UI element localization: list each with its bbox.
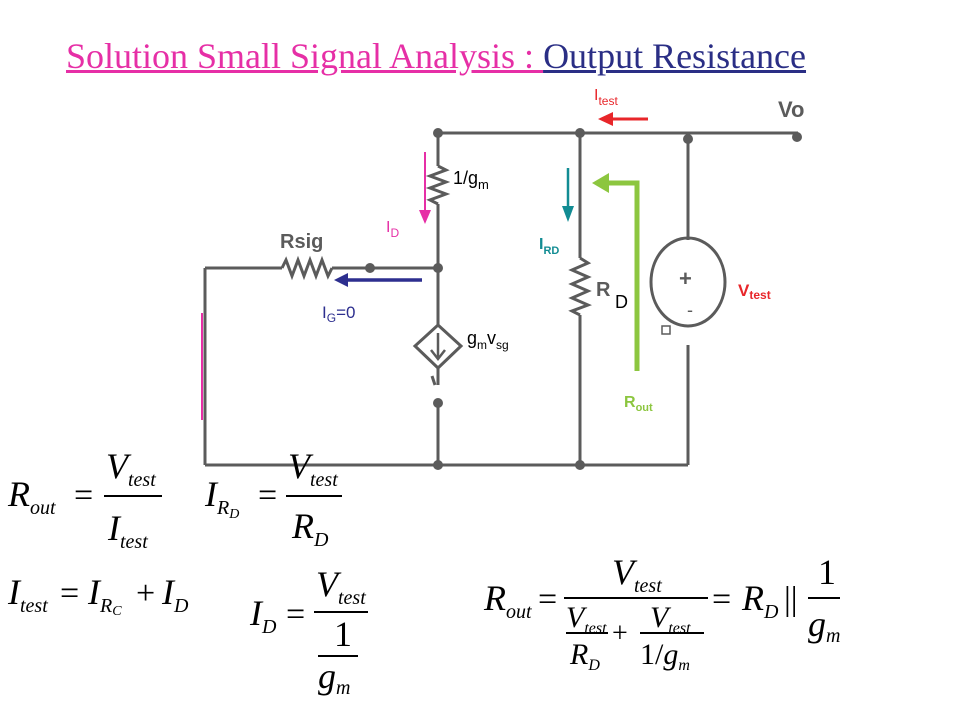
id-label: ID	[386, 219, 399, 240]
itest-label: Itest	[594, 87, 618, 108]
id-arrow	[419, 152, 431, 224]
node-rsig	[365, 263, 375, 273]
vo-label: Vo	[778, 97, 804, 122]
itest-arrow	[598, 112, 648, 126]
node-top-vs	[683, 134, 693, 144]
vsrc-plus-sign: +	[679, 266, 692, 291]
dependent-current-source	[412, 322, 464, 371]
voltage-source	[649, 236, 727, 335]
eq4-equals: =	[286, 596, 305, 633]
rout-label: Rout	[624, 394, 653, 414]
svg-text:Rout: Rout	[483, 578, 532, 623]
inv-gm-resistor	[425, 164, 451, 206]
node-src-bottom	[433, 398, 443, 408]
equation-itest-sum: Itest = IRC + ID	[7, 572, 189, 619]
eq5-plus: +	[612, 618, 628, 649]
ig-label: IG=0	[322, 303, 355, 325]
nodes	[365, 128, 802, 470]
ig-arrow	[334, 273, 422, 287]
svg-text:Vtest: Vtest	[566, 601, 607, 637]
svg-text:Vtest: Vtest	[106, 446, 156, 491]
svg-text:Vtest: Vtest	[316, 564, 366, 609]
ird-label: IRD	[539, 236, 559, 257]
node-bottom-rd	[575, 460, 585, 470]
eq5-equals: =	[538, 581, 557, 618]
eq5-equals-2: =	[712, 581, 731, 618]
svg-text:1/gm: 1/gm	[640, 638, 690, 674]
svg-text:Itest: Itest	[7, 572, 48, 617]
switch-stub	[430, 375, 437, 386]
rd-label: R	[596, 279, 611, 301]
rd-resistor	[568, 256, 592, 317]
ird-arrow	[562, 168, 574, 222]
title-part-1: Solution Small Signal Analysis :	[66, 36, 544, 76]
svg-text:gm: gm	[808, 604, 840, 647]
svg-text:RD: RD	[741, 578, 779, 623]
vtest-label: Vtest	[738, 281, 771, 302]
svg-text:Rout: Rout	[7, 474, 56, 519]
eq5-parallel: ||	[784, 581, 798, 618]
node-top-left	[433, 128, 443, 138]
svg-text:gm: gm	[318, 656, 350, 699]
rout-arrow	[592, 173, 640, 371]
rsig-label: Rsig	[280, 231, 323, 253]
svg-text:Vtest: Vtest	[650, 601, 691, 637]
eq2-equals: =	[258, 477, 277, 514]
eq5-rhs-one: 1	[818, 552, 836, 592]
svg-text:IRC: IRC	[87, 572, 122, 619]
svg-text:RD: RD	[291, 506, 329, 551]
node-bottom-mid	[433, 460, 443, 470]
equation-id: ID = Vtest 1 gm	[249, 564, 368, 699]
svg-text:Itest: Itest	[107, 508, 148, 553]
rd-sub-label: D	[615, 292, 628, 312]
equation-rout-vtest-itest: Rout = Vtest Itest	[7, 446, 162, 553]
svg-text:IRD: IRD	[204, 474, 239, 522]
node-vo	[792, 132, 802, 142]
equation-ird: IRD = Vtest RD	[204, 446, 342, 551]
svg-text:ID: ID	[161, 572, 189, 617]
svg-text:RD: RD	[569, 638, 600, 674]
rsig-resistor	[280, 255, 334, 281]
svg-text:Vtest: Vtest	[288, 446, 338, 491]
gmvsg-label: gmvsg	[467, 328, 509, 352]
node-gate	[433, 263, 443, 273]
eq3-plus: +	[136, 575, 155, 612]
eq1-equals: =	[74, 477, 93, 514]
inv-gm-label: 1/gm	[453, 168, 489, 192]
eq3-equals: =	[60, 575, 79, 612]
svg-text:Vtest: Vtest	[612, 552, 662, 597]
vsrc-minus-sign: -	[687, 300, 693, 320]
node-top-rd	[575, 128, 585, 138]
page-title: Solution Small Signal Analysis : Output …	[66, 34, 946, 78]
svg-text:ID: ID	[249, 593, 277, 638]
equation-rout-parallel: Rout = Vtest Vtest RD + Vtest 1/gm = RD …	[483, 552, 840, 674]
eq4-one: 1	[334, 614, 352, 654]
title-part-2: Output Resistance	[543, 36, 807, 76]
